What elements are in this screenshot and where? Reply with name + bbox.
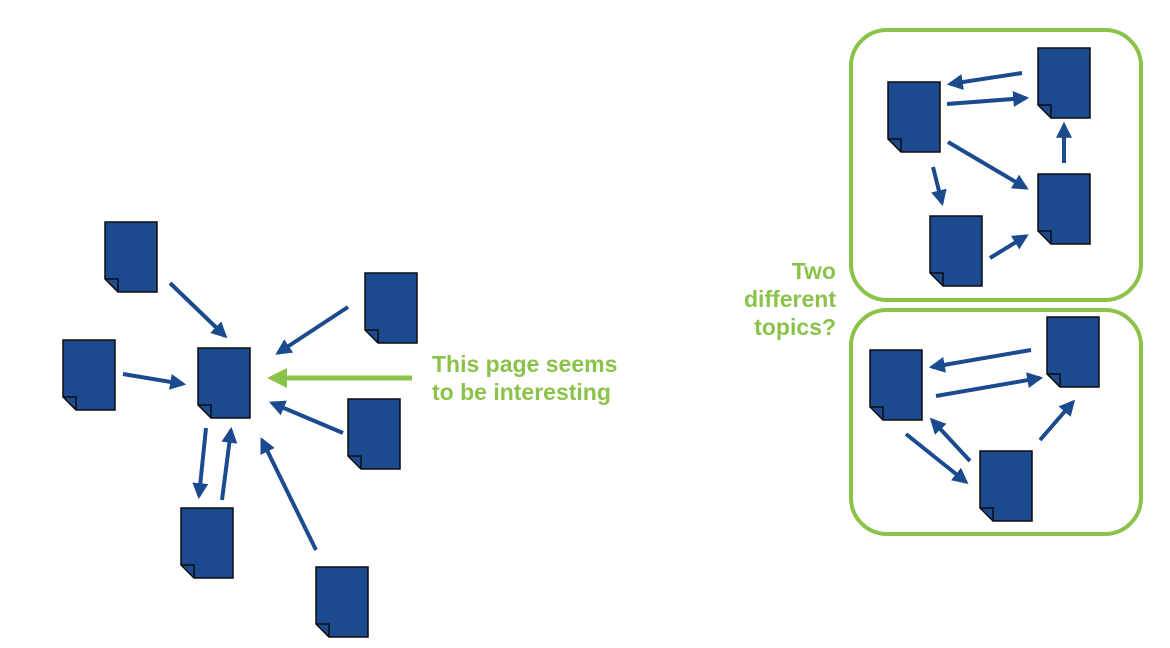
arrow-b2-to-b1 bbox=[928, 348, 1032, 373]
page-hub bbox=[197, 347, 251, 419]
arrow-bottomleft-to-hub bbox=[220, 426, 238, 501]
arrow-leftmid-to-hub bbox=[122, 372, 187, 390]
topic-group-box-top bbox=[849, 28, 1143, 302]
page-left-top bbox=[104, 221, 158, 293]
page-topic-a-3-fold bbox=[1038, 230, 1052, 244]
page-topic-a-2-fold bbox=[1038, 104, 1052, 118]
question-line-2: different bbox=[744, 286, 836, 312]
arrow-a2-to-a1 bbox=[946, 71, 1023, 90]
page-left-top-fold bbox=[105, 278, 119, 292]
page-topic-b-1-fold bbox=[870, 406, 884, 420]
arrow-b3-to-b2 bbox=[1038, 399, 1076, 442]
topics-question: Two different topics? bbox=[700, 257, 836, 341]
annotation-line-2: to be interesting bbox=[432, 379, 611, 405]
page-topic-a-1 bbox=[887, 81, 941, 153]
page-topic-a-4 bbox=[929, 215, 983, 287]
page-topic-a-1-fold bbox=[888, 138, 902, 152]
page-right-top bbox=[364, 272, 418, 344]
arrow-a4-to-a3 bbox=[988, 234, 1029, 260]
arrow-lefttop-to-hub bbox=[168, 281, 228, 339]
page-left-mid-fold bbox=[63, 396, 77, 410]
arrow-bottomright-to-hub bbox=[260, 437, 318, 551]
topic-group-box-bottom bbox=[849, 308, 1143, 536]
page-topic-b-3-fold bbox=[980, 507, 994, 521]
arrow-b1-to-b3 bbox=[904, 432, 969, 484]
page-bottom-right bbox=[315, 566, 369, 638]
arrow-a1-to-a2 bbox=[946, 90, 1030, 107]
arrow-righttop-to-hub bbox=[275, 305, 350, 355]
page-right-top-fold bbox=[365, 329, 379, 343]
page-topic-a-3 bbox=[1037, 173, 1091, 245]
page-topic-a-4-fold bbox=[930, 272, 944, 286]
page-right-mid bbox=[347, 398, 401, 470]
arrow-rightmid-to-hub bbox=[269, 400, 344, 435]
arrow-b3-to-b1 bbox=[929, 417, 972, 463]
page-hub-fold bbox=[198, 404, 212, 418]
arrow-a1-to-a3 bbox=[946, 140, 1029, 190]
page-bottom-right-fold bbox=[316, 623, 330, 637]
page-left-mid bbox=[62, 339, 116, 411]
page-topic-a-2 bbox=[1037, 47, 1091, 119]
page-bottom-left-fold bbox=[181, 564, 195, 578]
arrow-a1-to-a4 bbox=[931, 166, 947, 207]
question-line-3: topics? bbox=[754, 314, 836, 340]
page-topic-b-2 bbox=[1046, 316, 1100, 388]
interesting-page-annotation: This page seems to be interesting bbox=[432, 350, 672, 406]
arrow-hub-to-bottomleft bbox=[192, 427, 209, 500]
page-topic-b-3 bbox=[979, 450, 1033, 522]
question-line-1: Two bbox=[791, 258, 836, 284]
arrow-b1-to-b2 bbox=[935, 372, 1044, 398]
annotation-line-1: This page seems bbox=[432, 351, 618, 377]
page-right-mid-fold bbox=[348, 455, 362, 469]
page-bottom-left bbox=[180, 507, 234, 579]
page-topic-b-2-fold bbox=[1047, 373, 1061, 387]
page-topic-b-1 bbox=[869, 349, 923, 421]
